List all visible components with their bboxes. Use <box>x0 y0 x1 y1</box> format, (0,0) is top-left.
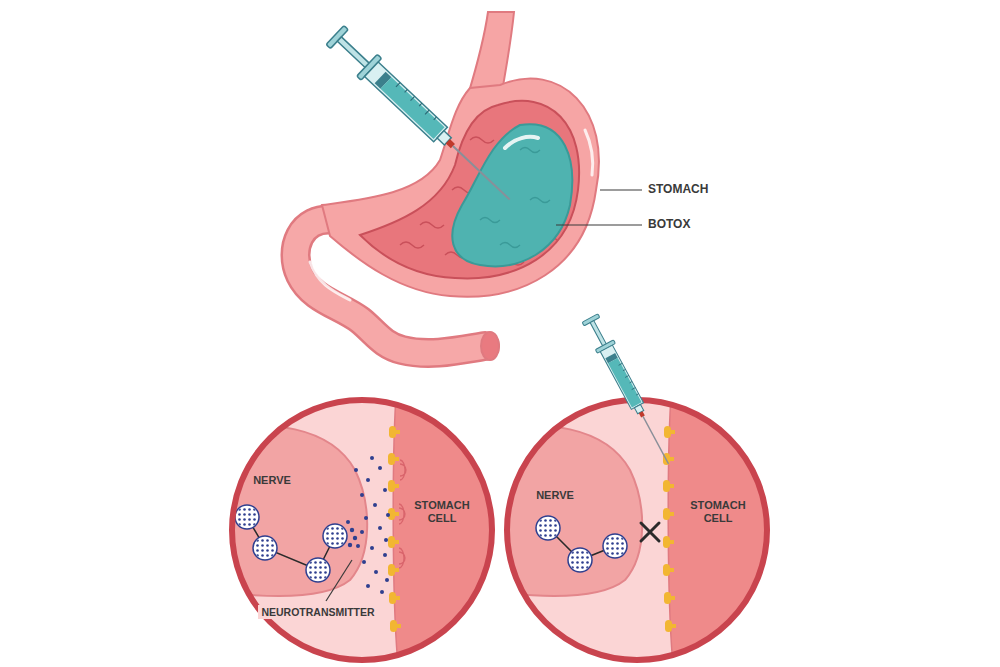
syringe <box>325 24 520 210</box>
part-label: BOTOX <box>648 218 690 232</box>
block-mark <box>641 523 659 541</box>
stomach-cell: STOMACH CELL <box>683 497 753 526</box>
stomach-cell: STOMACH CELL <box>407 497 477 526</box>
nerve-ending: NERVE <box>534 487 576 504</box>
node-text: NERVE <box>536 489 574 502</box>
leader-line <box>600 189 642 190</box>
syringe <box>581 313 678 469</box>
magnify-circle <box>507 400 767 660</box>
node-text: STOMACH CELL <box>409 499 475 524</box>
node-text: STOMACH CELL <box>685 499 751 524</box>
synapse-blocked <box>495 390 785 667</box>
node-text: NERVE <box>253 474 291 487</box>
part-label: NEUROTRANSMITTER <box>258 605 377 619</box>
magnify-circle <box>232 400 492 660</box>
synapse-normal <box>220 390 510 667</box>
nerve-ending: NERVE <box>251 472 293 489</box>
leader-line <box>326 560 352 601</box>
part-label: STOMACH <box>648 183 708 197</box>
leader-line <box>556 224 642 225</box>
stomach-figure <box>322 79 599 297</box>
